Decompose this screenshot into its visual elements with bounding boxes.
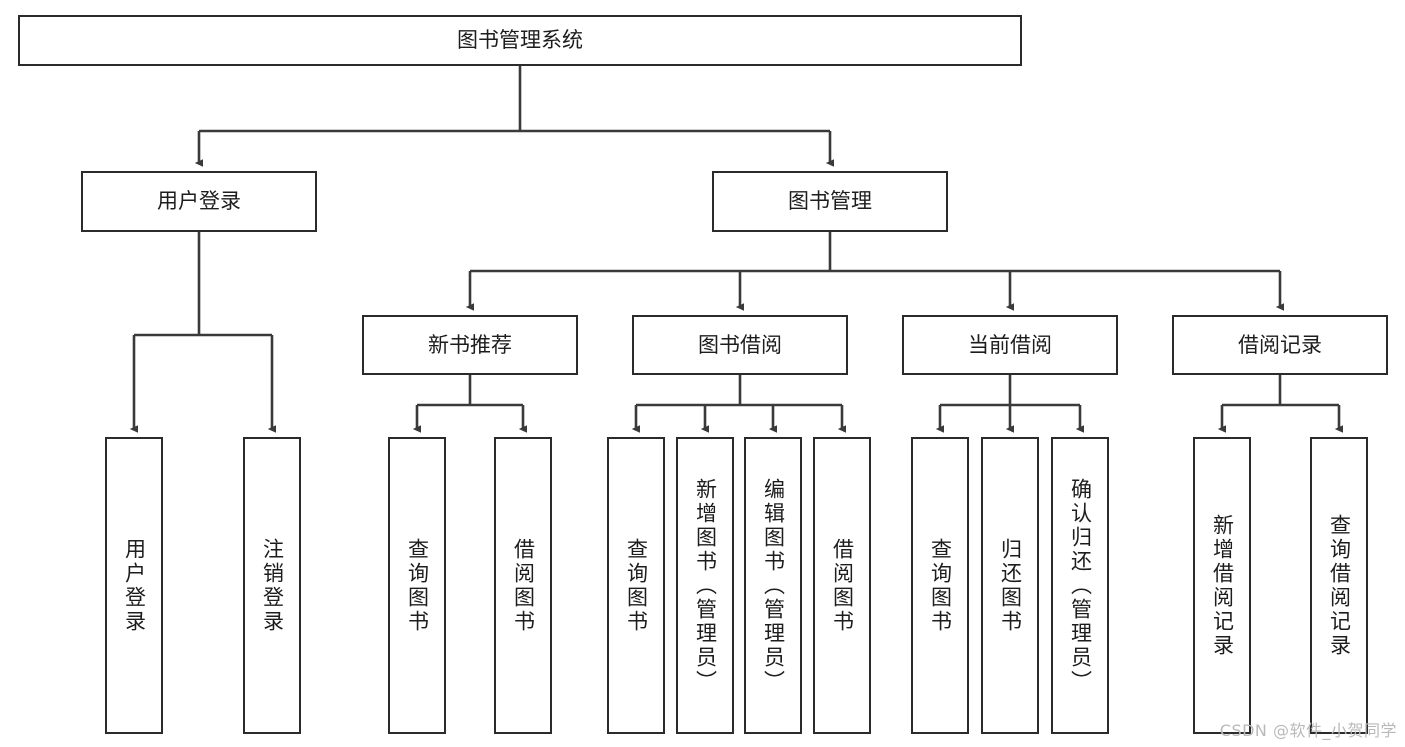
- node-label: 当前借阅: [968, 332, 1052, 357]
- node-label: 用户登录: [122, 537, 147, 634]
- node-leaf-book-borrow-query[interactable]: 查询图书: [607, 437, 665, 734]
- node-leaf-book-borrow-borrow[interactable]: 借阅图书: [813, 437, 871, 734]
- node-label: 查询借阅记录: [1327, 513, 1352, 658]
- node-borrow-record[interactable]: 借阅记录: [1172, 315, 1388, 375]
- node-leaf-borrow-record-add[interactable]: 新增借阅记录: [1193, 437, 1251, 734]
- node-label: 查询图书: [405, 537, 430, 634]
- node-leaf-current-borrow-confirm-return[interactable]: 确认归还（管理员）: [1051, 437, 1109, 734]
- node-leaf-new-book-borrow[interactable]: 借阅图书: [494, 437, 552, 734]
- node-current-borrow[interactable]: 当前借阅: [902, 315, 1118, 375]
- node-root-library-system[interactable]: 图书管理系统: [18, 15, 1022, 66]
- node-label: 图书借阅: [698, 332, 782, 357]
- node-new-book-recommend[interactable]: 新书推荐: [362, 315, 578, 375]
- node-label: 借阅记录: [1238, 332, 1322, 357]
- node-leaf-new-book-query[interactable]: 查询图书: [388, 437, 446, 734]
- node-leaf-user-login-login[interactable]: 用户登录: [105, 437, 163, 734]
- node-label: 注销登录: [260, 537, 285, 634]
- node-label: 查询图书: [928, 537, 953, 634]
- node-label: 新书推荐: [428, 332, 512, 357]
- node-book-management[interactable]: 图书管理: [712, 171, 948, 232]
- node-user-login[interactable]: 用户登录: [81, 171, 317, 232]
- node-label: 确认归还（管理员）: [1068, 477, 1093, 694]
- node-label: 新增图书（管理员）: [693, 477, 718, 694]
- csdn-watermark: CSDN @软件_小贺同学: [1219, 721, 1397, 740]
- node-label: 用户登录: [157, 189, 241, 214]
- node-label: 查询图书: [624, 537, 649, 634]
- node-leaf-current-borrow-query[interactable]: 查询图书: [911, 437, 969, 734]
- node-label: 借阅图书: [830, 537, 855, 634]
- node-leaf-book-borrow-add[interactable]: 新增图书（管理员）: [676, 437, 734, 734]
- node-leaf-borrow-record-query[interactable]: 查询借阅记录: [1310, 437, 1368, 734]
- node-leaf-current-borrow-return[interactable]: 归还图书: [981, 437, 1039, 734]
- node-label: 借阅图书: [511, 537, 536, 634]
- node-label: 归还图书: [998, 537, 1023, 634]
- node-label: 图书管理系统: [457, 28, 583, 53]
- node-leaf-user-login-logout[interactable]: 注销登录: [243, 437, 301, 734]
- node-label: 编辑图书（管理员）: [761, 477, 786, 694]
- node-label: 图书管理: [788, 189, 872, 214]
- node-book-borrow[interactable]: 图书借阅: [632, 315, 848, 375]
- node-label: 新增借阅记录: [1210, 513, 1235, 658]
- node-leaf-book-borrow-edit[interactable]: 编辑图书（管理员）: [744, 437, 802, 734]
